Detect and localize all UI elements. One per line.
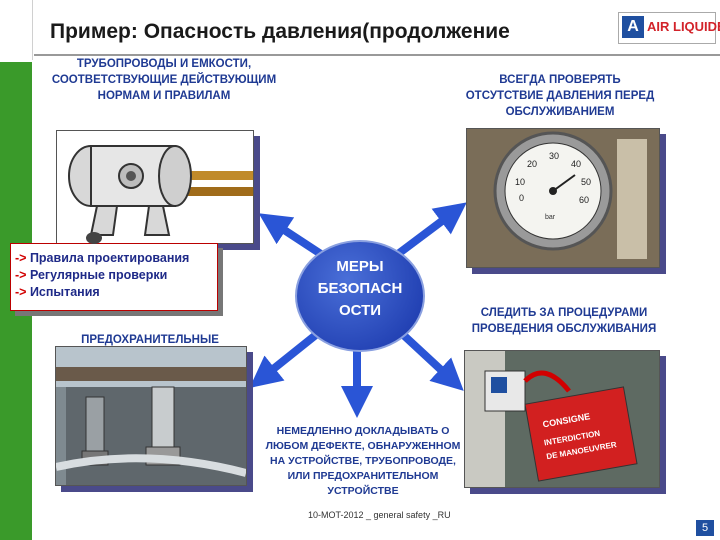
image-pressure-gauge: 0 10 20 30 40 50 60 bar <box>466 128 660 268</box>
gauge-tick-0: 0 <box>519 193 524 203</box>
safety-valves-icon <box>55 347 248 485</box>
label-safety-devices: ПРЕДОХРАНИТЕЛЬНЫЕ <box>81 334 219 346</box>
air-liquide-logo: A AIR LIQUIDE <box>618 12 720 44</box>
bullet-arrow: -> <box>15 285 27 299</box>
gauge-tick-60: 60 <box>579 195 589 205</box>
gauge-tick-20: 20 <box>527 159 537 169</box>
arrow-bottom-left <box>249 326 325 388</box>
arrow-bottom-right <box>395 327 464 391</box>
pin-icon <box>86 232 102 244</box>
gauge-unit: bar <box>545 214 556 221</box>
logo-text: AIR LIQUIDE <box>647 19 720 34</box>
image-pressure-vessel <box>56 130 254 244</box>
label-check-pressure: ВСЕГДА ПРОВЕРЯТЬ ОТСУТСТВИЕ ДАВЛЕНИЯ ПЕР… <box>465 74 655 118</box>
image-safety-valves <box>55 346 248 486</box>
label-follow-procedures: СЛЕДИТЬ ЗА ПРОЦЕДУРАМИ ПРОВЕДЕНИЯ ОБСЛУЖ… <box>471 307 657 335</box>
requirements-list-box: -> Правила проектирования -> Регулярные … <box>10 243 218 311</box>
bullet-arrow: -> <box>15 268 27 282</box>
center-line-1: МЕРЫ <box>336 258 384 275</box>
center-line-2: БЕЗОПАСН <box>317 280 403 297</box>
bullet-design-rules: -> Правила проектирования <box>11 250 217 267</box>
safety-measures-circle: МЕРЫ БЕЗОПАСН ОСТИ <box>295 240 425 352</box>
bullet-tests: -> Испытания <box>11 284 217 301</box>
slide-title: Пример: Опасность давления(продолжение <box>50 20 510 43</box>
left-bar-top <box>0 0 33 60</box>
bullet-text: Регулярные проверки <box>26 268 168 282</box>
gauge-tick-30: 30 <box>549 151 559 161</box>
bullet-text: Правила проектирования <box>26 251 190 265</box>
bullet-text: Испытания <box>26 285 100 299</box>
label-report-defects: НЕМЕДЛЕННО ДОКЛАДЫВАТЬ О ЛЮБОМ ДЕФЕКТЕ, … <box>265 425 461 497</box>
pressure-vessel-icon <box>68 145 253 236</box>
image-lockout-tag: CONSIGNE INTERDICTION DE MANOEUVRER <box>464 350 660 488</box>
gauge-tick-10: 10 <box>515 177 525 187</box>
center-line-3: ОСТИ <box>338 302 382 319</box>
page-number: 5 <box>696 520 714 536</box>
lockout-tag-icon: CONSIGNE INTERDICTION DE MANOEUVRER <box>465 351 659 487</box>
bullet-arrow: -> <box>15 251 27 265</box>
logo-mark-icon: A <box>622 16 644 38</box>
gauge-tick-40: 40 <box>571 159 581 169</box>
bullet-regular-checks: -> Регулярные проверки <box>11 267 217 284</box>
footer-text: 10-MOT-2012 _ general safety _RU <box>308 510 451 520</box>
title-underline <box>34 54 720 56</box>
label-pipes-vessels: ТРУБОПРОВОДЫ И ЕМКОСТИ, СООТВЕТСТВУЮЩИЕ … <box>51 58 277 102</box>
gauge-tick-50: 50 <box>581 177 591 187</box>
pressure-gauge-icon: 0 10 20 30 40 50 60 bar <box>467 129 659 267</box>
